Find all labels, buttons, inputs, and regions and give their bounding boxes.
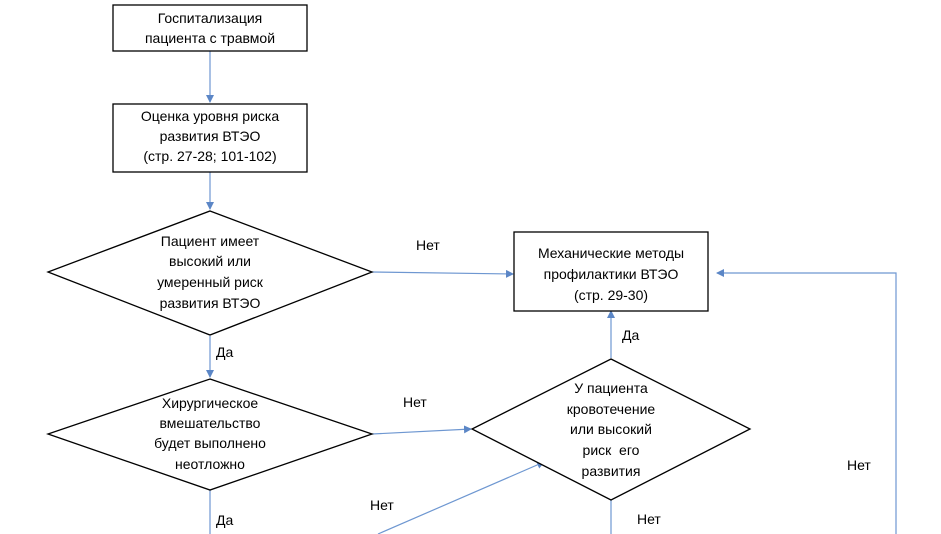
connector-right-return xyxy=(716,269,897,534)
edge-label-no: Нет xyxy=(637,511,661,527)
node-hospitalization-line-1: Госпитализация xyxy=(158,10,263,26)
node-high-risk-decision-line-3: умеренный риск xyxy=(157,274,264,290)
node-surgery-decision-line-2: вмешательство xyxy=(160,415,261,431)
node-high-risk-decision-line-1: Пациент имеет xyxy=(161,233,260,249)
node-bleeding-decision-line-5: развития xyxy=(582,463,641,479)
node-surgery-decision-line-1: Хирургическое xyxy=(162,395,258,411)
connectors xyxy=(206,51,897,534)
node-risk-assessment-line-3: (стр. 27-28; 101-102) xyxy=(143,148,276,164)
node-hospitalization-line-2: пациента с травмой xyxy=(145,30,275,46)
edge-label-no: Нет xyxy=(403,394,427,410)
edge-label-yes: Да xyxy=(216,344,233,360)
edge-label-no: Нет xyxy=(847,457,871,473)
node-bleeding-decision-line-2: кровотечение xyxy=(567,401,656,417)
node-high-risk-decision-line-2: высокий или xyxy=(169,253,251,269)
node-mechanical-methods: Механические методы профилактики ВТЭО (с… xyxy=(513,231,709,312)
connector-loop-from-bottom xyxy=(377,461,545,534)
node-hospitalization: Госпитализация пациента с травмой xyxy=(112,4,308,52)
node-bleeding-decision-line-4: риск его xyxy=(583,442,640,458)
node-high-risk-decision: Пациент имеет высокий или умеренный риск… xyxy=(46,210,374,336)
node-surgery-decision-line-4: неотложно xyxy=(175,456,245,472)
node-bleeding-decision-line-3: или высокий xyxy=(570,421,652,437)
edge-label-no: Нет xyxy=(416,237,440,253)
node-surgery-decision: Хирургическое вмешательство будет выполн… xyxy=(45,378,375,491)
node-surgery-decision-line-3: будет выполнено xyxy=(154,435,266,451)
node-mechanical-methods-line-3: (стр. 29-30) xyxy=(574,287,648,303)
node-bleeding-decision: У пациента кровотечение или высокий риск… xyxy=(470,358,752,501)
connector-surgery-no xyxy=(371,425,472,435)
connector-risk-decision-no xyxy=(371,269,514,278)
edge-labels: Нет Да Нет Да Да Нет Нет Нет xyxy=(216,237,871,528)
node-risk-assessment: Оценка уровня риска развития ВТЭО (стр. … xyxy=(112,103,308,173)
edge-label-no: Нет xyxy=(370,497,394,513)
node-high-risk-decision-line-4: развития ВТЭО xyxy=(160,295,261,311)
node-mechanical-methods-line-2: профилактики ВТЭО xyxy=(544,266,679,282)
node-risk-assessment-line-1: Оценка уровня риска xyxy=(141,108,279,124)
edge-label-yes: Да xyxy=(622,327,639,343)
node-mechanical-methods-line-1: Механические методы xyxy=(538,245,684,261)
node-risk-assessment-line-2: развития ВТЭО xyxy=(160,128,261,144)
node-bleeding-decision-line-1: У пациента xyxy=(574,380,648,396)
edge-label-yes: Да xyxy=(216,512,233,528)
